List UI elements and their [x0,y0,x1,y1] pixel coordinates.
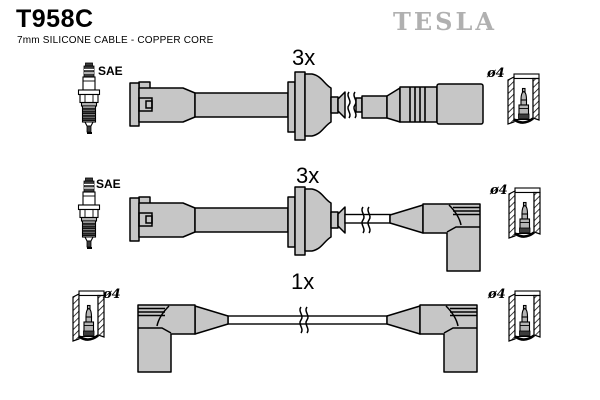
straight-boot [355,83,484,125]
terminal-cross-section-icon [507,289,542,343]
cable-spec-subtitle: 7mm SILICONE CABLE - COPPER CORE [17,35,214,46]
cable-row-2 [77,177,542,272]
quantity-label-row1: 3x [292,45,316,70]
angled-boot [386,304,478,373]
cable-row-1 [77,62,541,141]
angled-boot [389,203,481,272]
diameter-label-row2: ø4 [490,183,508,198]
plug-type-label-row1: SAE [98,64,123,78]
brand-logo: TESLA [393,7,497,36]
diameter-label-row3-right: ø4 [488,287,506,302]
plug-type-label-row2: SAE [96,177,121,191]
terminal-cross-section-icon [71,289,106,343]
quantity-label-row2: 3x [296,163,320,188]
terminal-cross-section-icon [506,72,541,126]
diameter-label-row3-left: ø4 [103,287,121,302]
cable-row-3 [71,289,542,373]
terminal-cross-section-icon [507,186,542,240]
diameter-label-row1: ø4 [487,66,505,81]
part-number: T958C [16,5,94,33]
angled-boot [137,304,229,373]
spark-plug-icon [77,62,101,135]
cable-break-icon [347,91,357,119]
quantity-label-row3: 1x [291,269,315,294]
